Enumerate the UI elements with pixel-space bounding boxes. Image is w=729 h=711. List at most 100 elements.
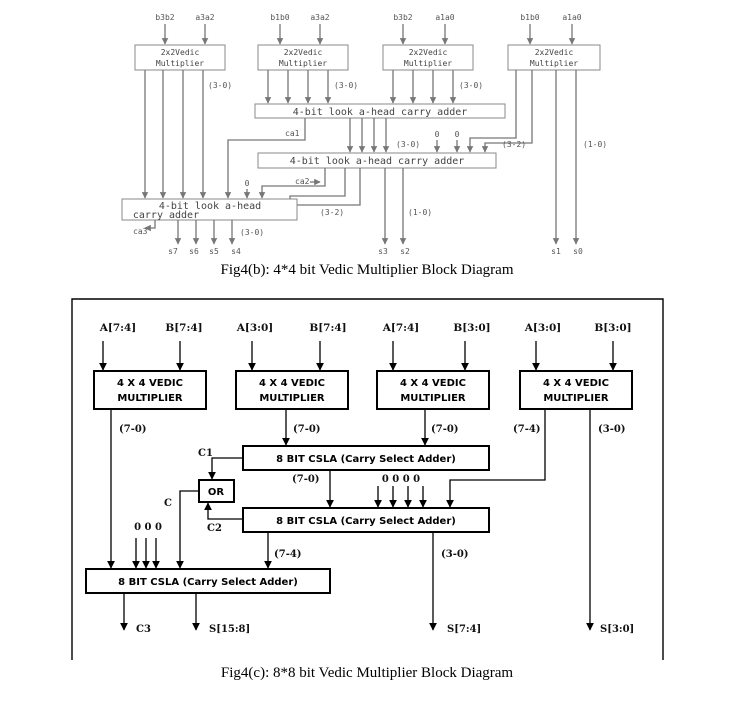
fig-b-add2-hi-wire [289,168,346,199]
fig-b-m2-outputs [264,70,332,104]
fig-c-input-label: B[7:4] [309,322,346,334]
fig-c-csla-2: 8 BIT CSLA (Carry Select Adder) [242,507,490,533]
fig-b-add3-outputs [174,220,236,245]
fig-b-m3-outputs [389,70,457,104]
fig-b-label-m4-lo: (1-0) [583,140,607,149]
fig-b-adder-3: 4-bit look a-head carry adder [121,198,298,221]
fig-c-label-m2-out: (7-0) [293,424,321,435]
fig-c-output-label: S[3:0] [600,624,634,635]
svg-text:2x2Vedic: 2x2Vedic [535,48,574,57]
fig-b-output-label: s1 [551,247,561,256]
fig-c-label-c: C [164,498,172,509]
fig-b-label-zero-b: 0 [455,130,460,139]
fig-b-input-label: b3b2 [155,13,174,22]
svg-text:4 X 4 VEDIC: 4 X 4 VEDIC [400,378,466,389]
fig-b-input-label: a1a0 [435,13,454,22]
fig-c-input-label: A[7:4] [382,322,420,334]
fig-b-input-label: b1b0 [520,13,539,22]
fig-c-output-label: C3 [136,624,151,635]
fig-b-input-label: a3a2 [310,13,329,22]
fig-c-caption: Fig4(c): 8*8 bit Vedic Multiplier Block … [221,665,514,681]
fig-c-input-label: B[7:4] [165,322,202,334]
fig-c-label-csla2-lo: (3-0) [441,549,469,560]
fig-b-carry-ca1 [224,118,306,199]
svg-text:4-bit look a-head: 4-bit look a-head [159,201,261,212]
fig-b-input-arrows [161,24,576,45]
svg-text:MULTIPLIER: MULTIPLIER [117,393,183,404]
fig-c-diagram: A[7:4] B[7:4] A[3:0] B[7:4] A[7:4] B[3:0… [71,298,664,660]
fig-b-add2-hi-wire [296,168,361,206]
fig-b-carry-ca2 [258,168,326,199]
fig-b-input-label: a1a0 [562,13,581,22]
fig-c-multiplier-3: 4 X 4 VEDIC MULTIPLIER [376,370,490,410]
fig-b-label-add1-out: (3-0) [396,140,420,149]
fig-c-csla-3: 8 BIT CSLA (Carry Select Adder) [85,568,331,594]
fig-b-label-add2-lo: (1-0) [408,208,432,217]
fig-b-label-m2-out: (3-0) [334,81,358,90]
fig-b-label-add3-out: (3-0) [240,228,264,237]
fig-b-carry-ca3 [144,220,156,232]
fig-b-output-label: s5 [209,247,219,256]
fig-c-input-label: A[7:4] [99,322,137,334]
fig-b-output-label: s7 [168,247,178,256]
fig-b-label-ca2: ca2 [295,177,310,186]
fig-c-label-csla1-out: (7-0) [292,474,320,485]
svg-text:4 X 4 VEDIC: 4 X 4 VEDIC [543,378,609,389]
svg-text:MULTIPLIER: MULTIPLIER [543,393,609,404]
fig-b-m4-outputs [466,70,580,245]
fig-c-zero-arrows-left [132,538,160,569]
fig-b-label-m4-hi: (3-2) [502,140,526,149]
fig-b-diagram: b3b2 a3a2 b1b0 a3a2 b3b2 a1a0 b1b0 a1a0 … [121,13,607,256]
fig-c-multiplier-4: 4 X 4 VEDIC MULTIPLIER [519,370,633,410]
fig-c-label-c1: C1 [198,448,213,459]
fig-c-input-label: B[3:0] [453,322,490,334]
fig-c-carry-c1 [208,457,243,480]
fig-b-label-zero-c: 0 [245,179,250,188]
fig-b-adder-2: 4-bit look a-head carry adder [257,152,497,169]
fig-c-label-m1-out: (7-0) [119,424,147,435]
fig-b-adder-1: 4-bit look a-head carry adder [254,103,506,119]
fig-c-label-zeros-mid: 0 0 0 0 [382,474,420,485]
fig-b-multiplier-2: 2x2Vedic Multiplier [257,44,349,71]
fig-b-output-label: s6 [189,247,199,256]
svg-text:4 X 4 VEDIC: 4 X 4 VEDIC [117,378,183,389]
svg-text:carry adder: carry adder [133,210,199,221]
fig-b-output-label: s3 [378,247,388,256]
fig-c-label-c2: C2 [207,523,222,534]
fig-c-label-csla2-hi: (7-4) [274,549,302,560]
svg-text:OR: OR [208,487,225,498]
fig-c-label-m4-lo: (3-0) [598,424,626,435]
svg-text:Multiplier: Multiplier [279,59,327,68]
fig-c-csla-1: 8 BIT CSLA (Carry Select Adder) [242,445,490,471]
fig-b-m1-outputs [141,70,207,199]
svg-text:4-bit look a-head carry adder: 4-bit look a-head carry adder [293,107,468,118]
fig-c-input-label: A[3:0] [236,322,274,334]
fig-c-input-label: B[3:0] [594,322,631,334]
fig-c-or-output [176,490,199,569]
fig-b-label-ca3: ca3 [133,227,148,236]
svg-text:2x2Vedic: 2x2Vedic [409,48,448,57]
svg-text:8 BIT CSLA (Carry Select Adder: 8 BIT CSLA (Carry Select Adder) [276,516,456,527]
fig-b-label-zero-a: 0 [435,130,440,139]
svg-text:4 X 4 VEDIC: 4 X 4 VEDIC [259,378,325,389]
fig-c-input-arrows [99,341,617,371]
fig-b-add1-outputs [346,118,390,153]
fig-c-label-zeros-left: 0 0 0 [134,522,162,533]
fig-c-or-gate: OR [198,479,235,503]
fig-c-input-label: A[3:0] [524,322,562,334]
svg-text:MULTIPLIER: MULTIPLIER [400,393,466,404]
fig-b-output-label: s0 [573,247,583,256]
fig-c-label-m3-out: (7-0) [431,424,459,435]
fig-c-multiplier-2: 4 X 4 VEDIC MULTIPLIER [235,370,349,410]
svg-text:Multiplier: Multiplier [530,59,578,68]
svg-text:MULTIPLIER: MULTIPLIER [259,393,325,404]
fig-c-output-label: S[7:4] [447,624,481,635]
fig-c-m4-hi-output [446,409,546,508]
fig-b-label-add2-hi: (3-2) [320,208,344,217]
fig-c-label-m4-hi: (7-4) [513,424,541,435]
fig-c-zero-arrows-mid [374,486,427,508]
fig-b-multiplier-4: 2x2Vedic Multiplier [507,44,601,71]
fig-b-multiplier-1: 2x2Vedic Multiplier [134,44,226,71]
svg-text:4-bit look a-head carry adder: 4-bit look a-head carry adder [290,156,465,167]
